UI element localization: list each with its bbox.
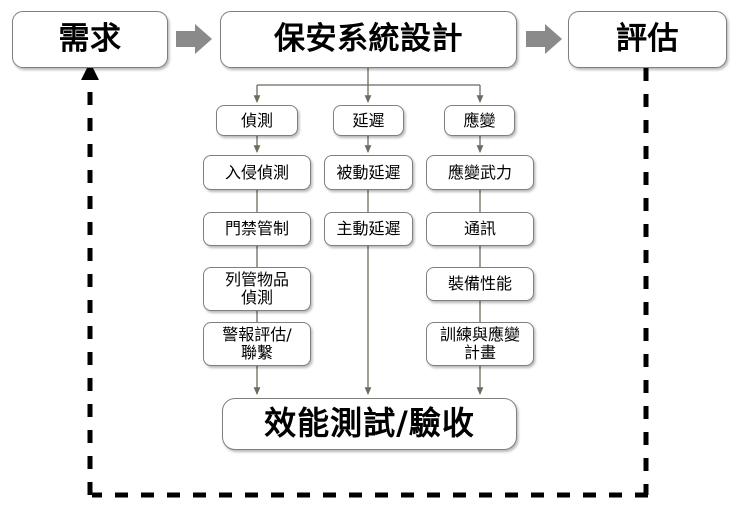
- node-active-delay-label: 主動延遲: [336, 219, 401, 239]
- node-passive-delay[interactable]: 被動延遲: [324, 155, 413, 190]
- node-communication-label: 通訊: [463, 219, 496, 239]
- node-passive-delay-label: 被動延遲: [336, 162, 401, 182]
- node-training-response-plan[interactable]: 訓練與應變 計畫: [426, 322, 534, 366]
- node-controlled-items-detection-label: 列管物品 偵測: [224, 270, 289, 307]
- node-performance-test-acceptance-label: 效能測試/驗收: [264, 404, 475, 443]
- node-active-delay[interactable]: 主動延遲: [324, 212, 413, 246]
- node-access-control[interactable]: 門禁管制: [203, 212, 311, 246]
- node-evaluation-label: 評估: [616, 21, 679, 58]
- node-response-force[interactable]: 應變武力: [426, 155, 534, 190]
- node-response-force-label: 應變武力: [447, 162, 512, 182]
- node-delay-header-label: 延遲: [352, 110, 385, 130]
- node-alarm-assessment-liaison-label: 警報評估/ 聯繫: [222, 325, 292, 362]
- block-arrow-design-to-evaluation: [526, 24, 562, 54]
- node-equipment-performance[interactable]: 裝備性能: [426, 267, 534, 301]
- node-detection-header[interactable]: 偵測: [216, 105, 298, 136]
- node-alarm-assessment-liaison[interactable]: 警報評估/ 聯繫: [203, 322, 311, 366]
- block-arrow-requirement-to-design: [176, 24, 212, 54]
- node-communication[interactable]: 通訊: [426, 212, 534, 246]
- feedback-arrowhead: [81, 62, 99, 80]
- node-training-response-plan-label: 訓練與應變 計畫: [439, 325, 520, 362]
- node-security-system-design-label: 保安系統設計: [274, 21, 463, 58]
- node-detection-header-label: 偵測: [240, 110, 273, 130]
- node-controlled-items-detection[interactable]: 列管物品 偵測: [203, 267, 311, 311]
- design-to-columns-connector: [253, 68, 484, 104]
- node-requirement[interactable]: 需求: [12, 11, 168, 68]
- node-performance-test-acceptance[interactable]: 效能測試/驗收: [222, 398, 517, 450]
- node-evaluation[interactable]: 評估: [568, 11, 727, 68]
- node-intrusion-detection[interactable]: 入侵偵測: [203, 155, 311, 190]
- node-intrusion-detection-label: 入侵偵測: [224, 162, 289, 182]
- node-response-header[interactable]: 應變: [444, 105, 515, 136]
- node-response-header-label: 應變: [463, 110, 496, 130]
- node-security-system-design[interactable]: 保安系統設計: [220, 11, 517, 68]
- node-equipment-performance-label: 裝備性能: [447, 274, 512, 294]
- node-access-control-label: 門禁管制: [224, 219, 289, 239]
- feedback-loop-dashed: [87, 68, 649, 498]
- node-requirement-label: 需求: [58, 21, 122, 58]
- node-delay-header[interactable]: 延遲: [333, 105, 404, 136]
